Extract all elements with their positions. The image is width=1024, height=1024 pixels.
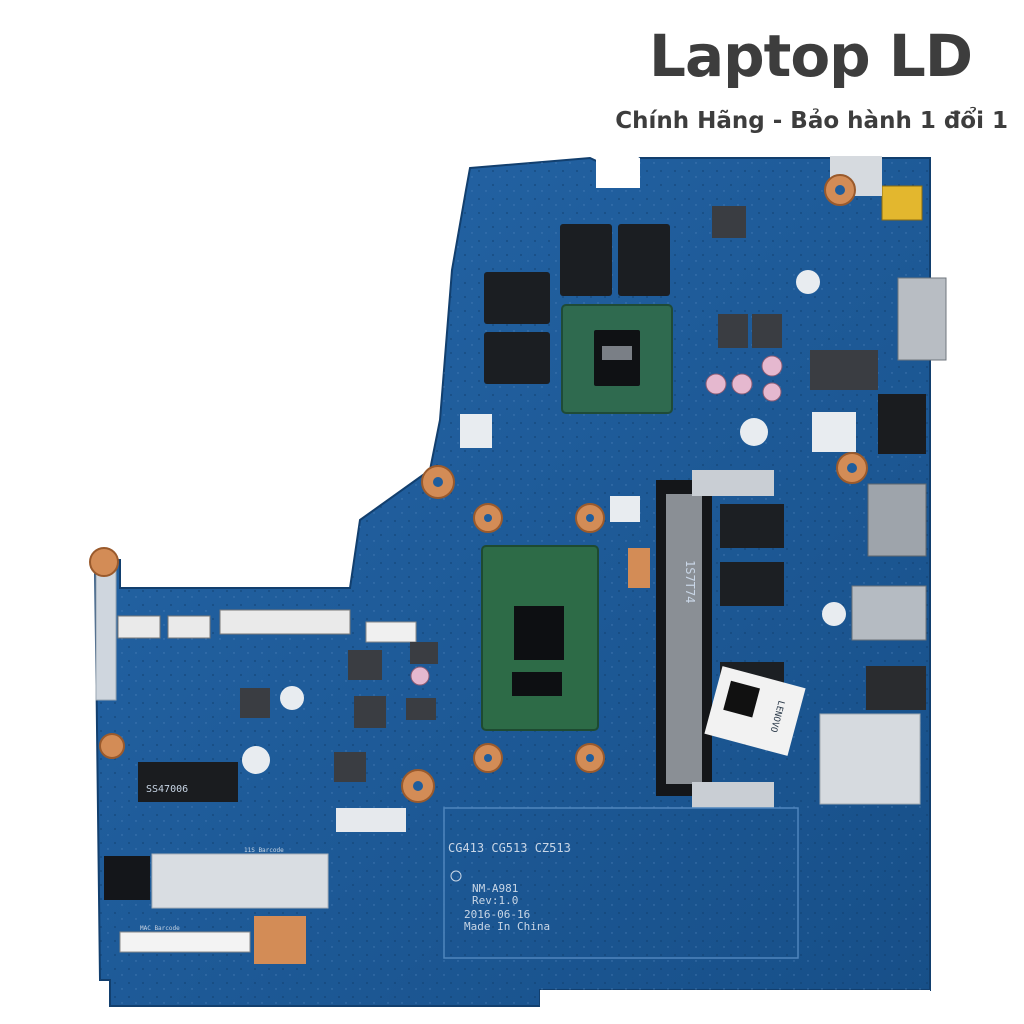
origin-text: Made In China [464, 920, 550, 933]
ribbon-connector [219, 609, 351, 635]
silkscreen-info: CG413 CG513 CZ513 NM-A981 Rev:1.0 2016-0… [448, 841, 571, 933]
ram-slot: 1S7T74 [656, 470, 774, 808]
model-line: CG413 CG513 CZ513 [448, 841, 571, 855]
cpu-chip [481, 545, 599, 731]
board-id: NM-A981 [472, 882, 518, 895]
brand-subtitle: Chính Hãng - Bảo hành 1 đổi 1 [615, 108, 1008, 134]
shield-plate-bottom [151, 853, 329, 909]
mac-barcode: MAC Barcode [119, 925, 251, 953]
barcode-11s: 11S Barcode [244, 808, 406, 854]
left-connector-strip [95, 569, 117, 701]
slot-text: 1S7T74 [683, 560, 697, 603]
ssd-slot [138, 762, 238, 802]
barcode-label: 11S Barcode [244, 847, 284, 854]
vram-chips [484, 224, 670, 384]
gpu-chip [561, 304, 673, 414]
ssd-label: SS47006 [146, 784, 188, 795]
shield-plate-right [819, 713, 921, 805]
right-ports [851, 185, 947, 710]
revision: Rev:1.0 [472, 894, 518, 907]
brand-title: Laptop LD [649, 22, 973, 90]
mac-label: MAC Barcode [140, 925, 180, 932]
board-date: 2016-06-16 [464, 908, 530, 921]
